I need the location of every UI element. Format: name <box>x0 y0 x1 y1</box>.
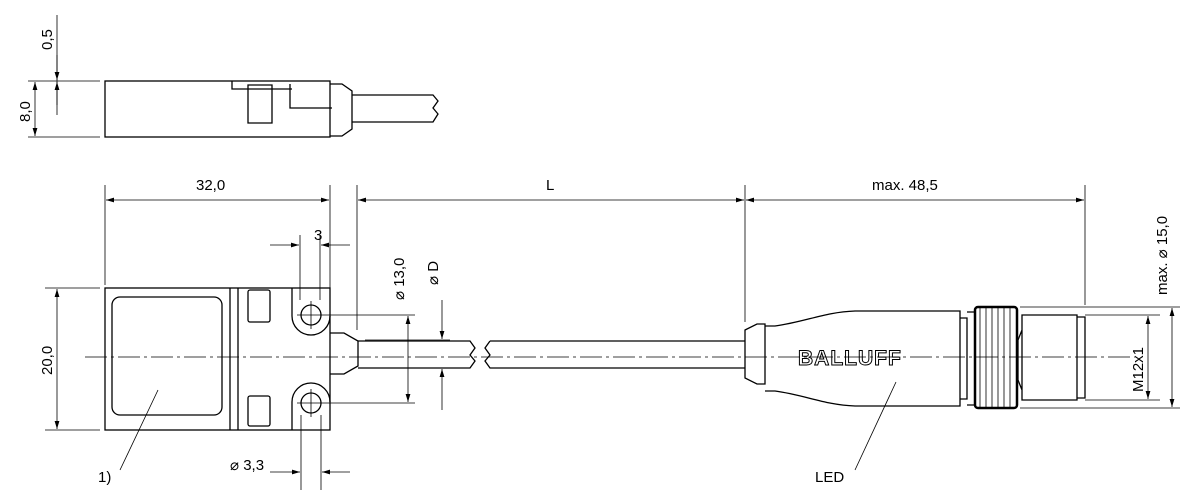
callout-sensing-face: 1) <box>98 469 111 486</box>
dim-hole-diameter-label: ⌀ 3,3 <box>230 457 264 474</box>
dim-connector-diameter-label: max. ⌀ 15,0 <box>1154 216 1171 295</box>
dim-thread-label: M12x1 <box>1130 347 1147 392</box>
dim-width-label: 20,0 <box>39 346 56 375</box>
dim-thickness-label: 0,5 <box>39 29 56 50</box>
dim-connector-length-label: max. 48,5 <box>872 177 938 194</box>
dim-hole-spacing-label: ⌀ 13,0 <box>391 258 408 300</box>
side-view: 0,5 8,0 <box>17 15 439 138</box>
dim-cable-diameter-label: ⌀ D <box>425 261 442 285</box>
callout-led: LED <box>815 469 844 486</box>
dim-length-label: 32,0 <box>196 177 225 194</box>
dim-slot-label: 3 <box>314 227 322 244</box>
brand-logo: BALLUFF <box>798 347 902 370</box>
dim-height-label: 8,0 <box>17 101 34 122</box>
dim-cable-length-label: L <box>546 177 554 194</box>
front-view: BALLUFF 32,0 L max. 48,5 20,0 3 ⌀ 13,0 ⌀… <box>39 177 1180 490</box>
